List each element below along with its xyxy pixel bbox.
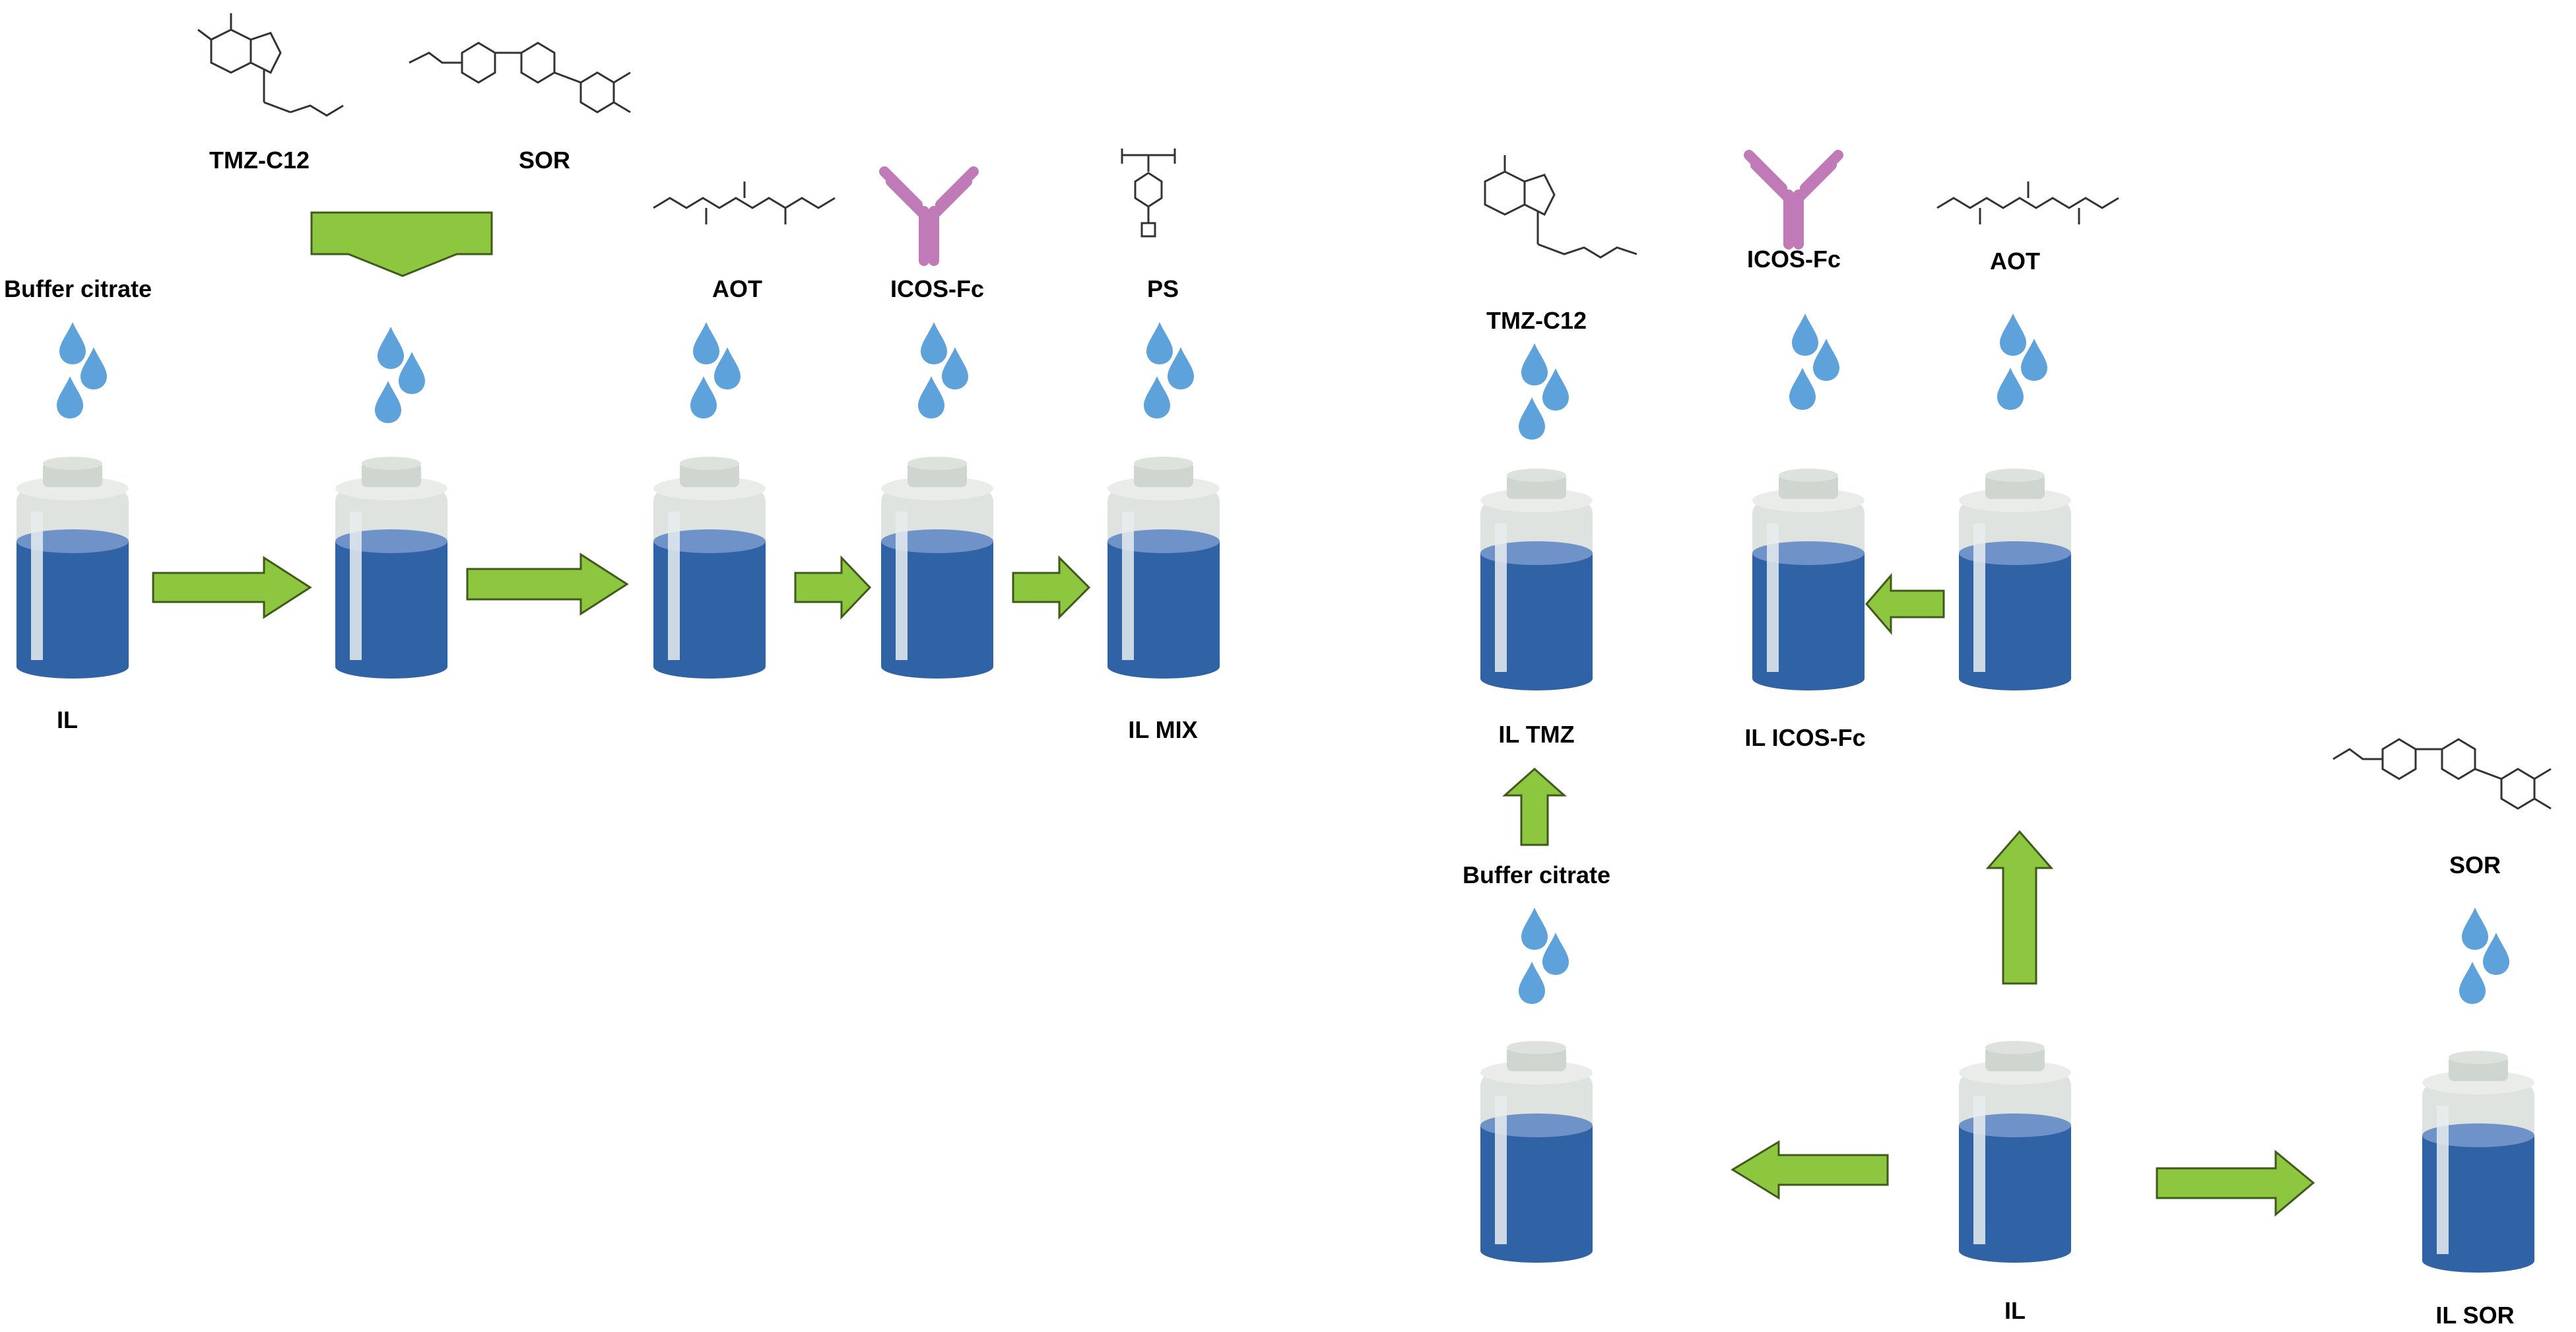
label-buffer-citrate: Buffer citrate xyxy=(3,275,152,302)
label-il-start: IL xyxy=(57,706,78,733)
bottle-step-3 xyxy=(653,457,766,679)
water-drops-icon xyxy=(1144,322,1194,418)
label-ps: PS xyxy=(1146,275,1179,302)
water-drops-icon xyxy=(57,322,107,418)
water-drops-icon xyxy=(1789,314,1839,410)
arrow-icon xyxy=(310,211,493,277)
water-drops-icon xyxy=(2459,908,2509,1004)
bottle-step-2 xyxy=(335,457,447,679)
bottle-buffer xyxy=(1480,1041,1593,1263)
water-drops-icon xyxy=(1519,908,1569,1004)
arrow-icon xyxy=(152,556,312,619)
label-tmz-c12: TMZ-C12 xyxy=(209,147,310,174)
arrow-icon xyxy=(1731,1140,1889,1200)
molecule-icon xyxy=(2332,738,2552,810)
molecule-icon xyxy=(653,182,836,224)
label-il-center: IL xyxy=(2004,1297,2026,1324)
label-sor: SOR xyxy=(518,147,571,174)
label-aot: AOT xyxy=(712,275,762,302)
arrow-icon xyxy=(1502,767,1567,846)
label-icos-fc-bottom: ICOS-Fc xyxy=(1746,246,1841,273)
antibody-icon xyxy=(884,172,974,261)
antibody-icon xyxy=(1749,155,1838,244)
label-il-sor: IL SOR xyxy=(2435,1302,2515,1329)
label-il-tmz: IL TMZ xyxy=(1498,721,1575,748)
arrow-icon xyxy=(1012,555,1091,620)
water-drops-icon xyxy=(1519,343,1569,440)
water-drops-icon xyxy=(690,322,741,418)
label-il-mix: IL MIX xyxy=(1128,716,1198,743)
bottle-il-start xyxy=(17,457,129,679)
water-drops-icon xyxy=(375,327,425,423)
molecule-icon xyxy=(1121,149,1176,238)
bottle-il-mix xyxy=(1107,457,1220,679)
bottle-step-4 xyxy=(881,457,993,679)
arrow-icon xyxy=(2156,1149,2315,1217)
bottle-aot xyxy=(1959,469,2071,690)
bottle-il-center xyxy=(1959,1041,2071,1263)
bottle-il-icos xyxy=(1752,469,1865,690)
bottle-il-sor xyxy=(2422,1051,2534,1273)
molecule-icon xyxy=(197,13,344,117)
label-aot-bottom: AOT xyxy=(1990,248,2040,275)
arrow-icon xyxy=(794,555,872,620)
label-tmz-c12-bottom: TMZ-C12 xyxy=(1486,307,1587,334)
label-buffer-citrate-bottom: Buffer citrate xyxy=(1462,861,1611,888)
arrow-icon xyxy=(1985,830,2054,985)
label-il-icos-fc: IL ICOS-Fc xyxy=(1744,724,1866,751)
molecule-icon xyxy=(1936,182,2119,224)
arrow-icon xyxy=(466,552,629,616)
water-drops-icon xyxy=(918,322,968,418)
water-drops-icon xyxy=(1997,314,2047,410)
arrow-icon xyxy=(1865,572,1945,636)
label-icos-fc: ICOS-Fc xyxy=(890,275,985,302)
bottle-il-tmz xyxy=(1480,469,1593,690)
molecule-icon xyxy=(1484,155,1637,259)
molecule-icon xyxy=(409,42,631,114)
label-sor-bottom: SOR xyxy=(2449,851,2501,879)
